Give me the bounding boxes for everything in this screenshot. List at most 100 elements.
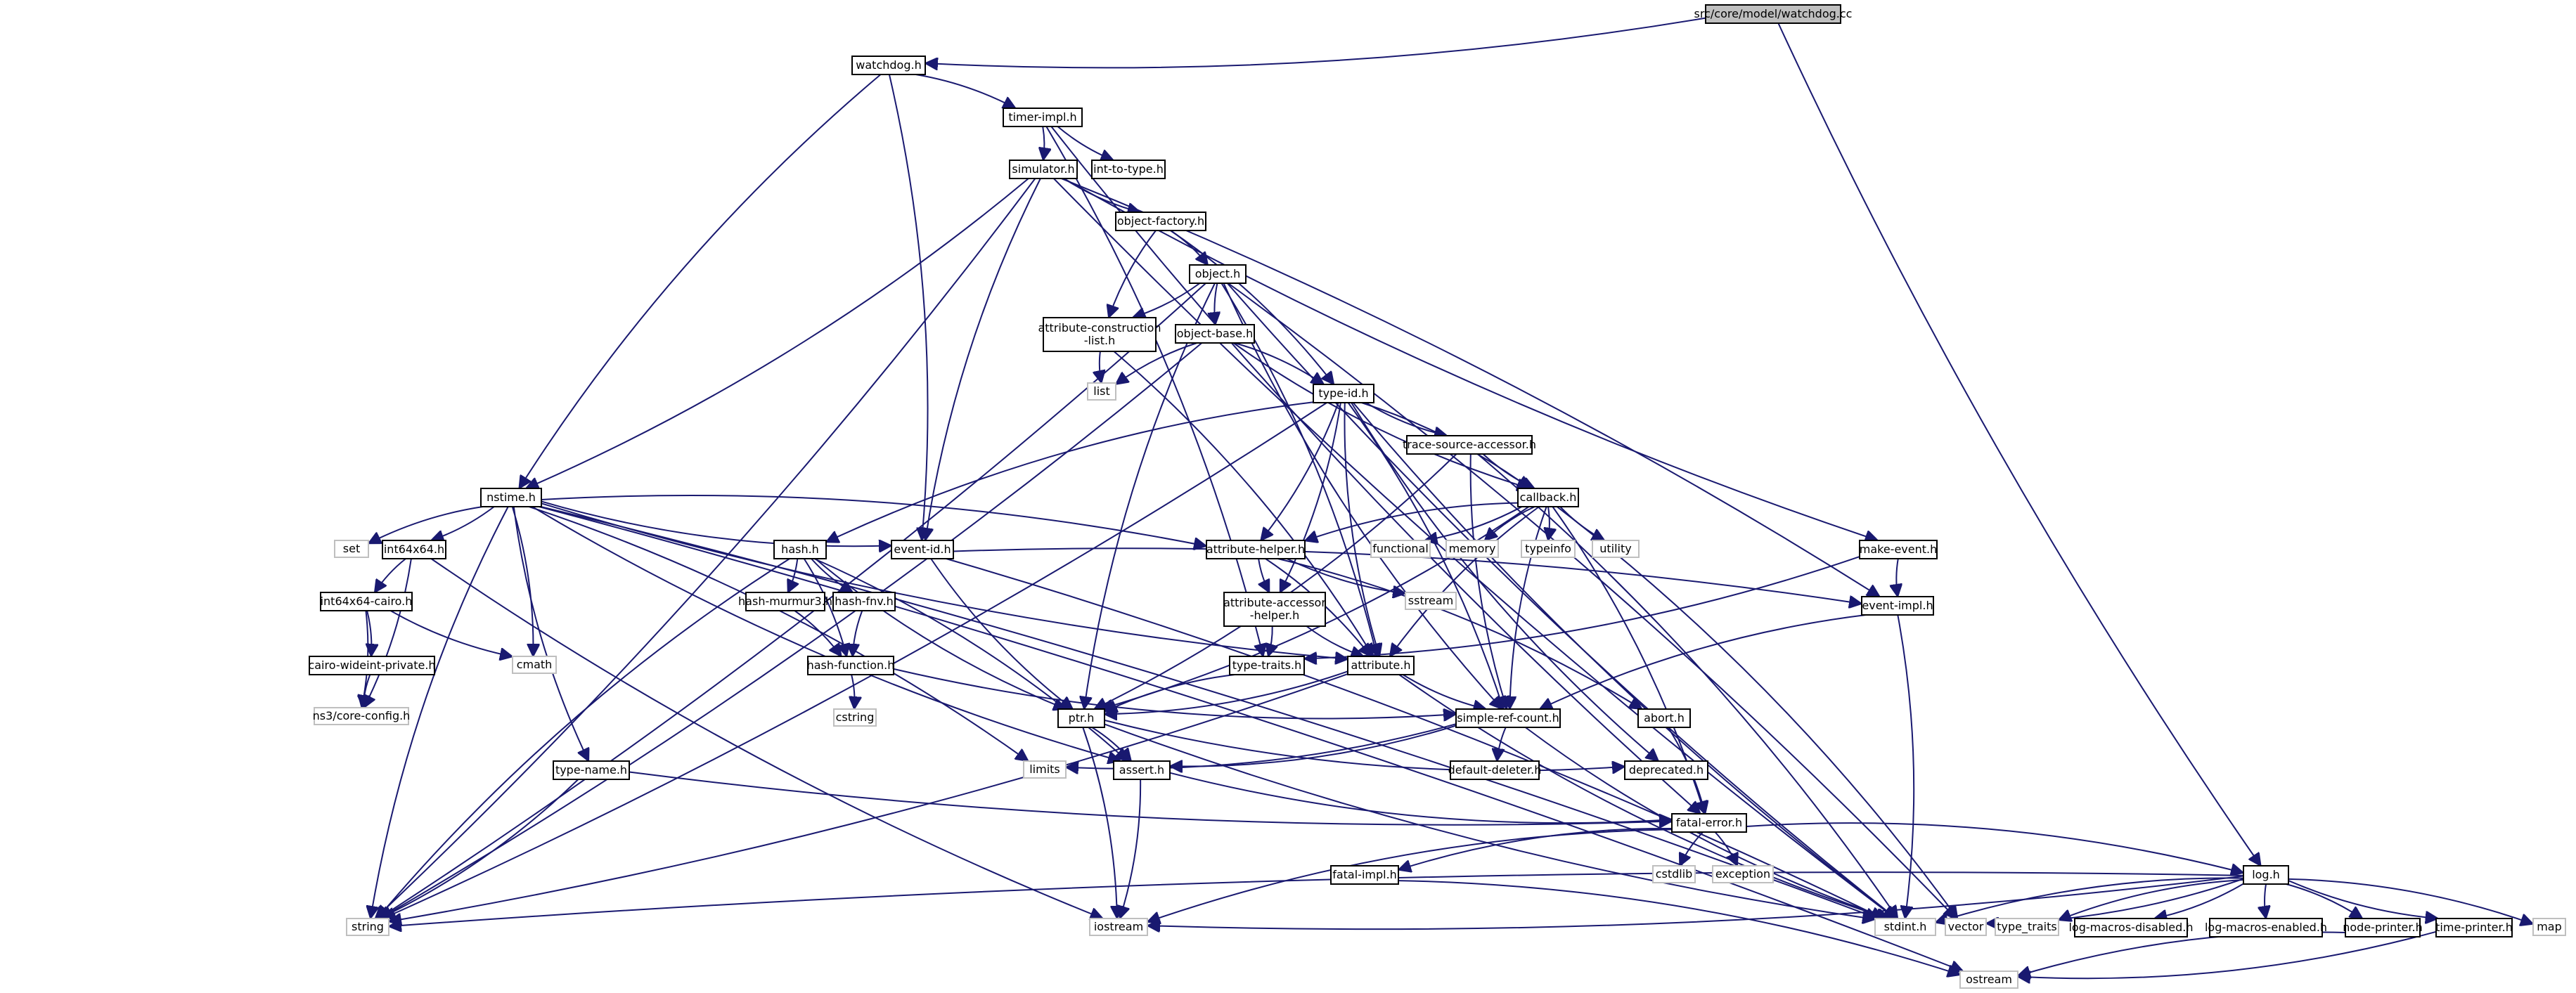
node-log[interactable]: log.h (2243, 865, 2289, 885)
node-box (1330, 865, 1399, 885)
node-cairo-wideint[interactable]: cairo-wideint-private.h (308, 656, 436, 675)
node-label: simulator.h (1012, 162, 1074, 176)
node-log-disabled[interactable]: log-macros-disabled.h (2068, 918, 2194, 937)
node-simple-ref[interactable]: simple-ref-count.h (1455, 708, 1561, 728)
node-node-printer[interactable]: node-printer.h (2343, 918, 2423, 937)
node-hash-fnv[interactable]: hash-fnv.h (832, 592, 896, 611)
node-timer-impl[interactable]: timer-impl.h (1003, 108, 1083, 127)
node-ptr[interactable]: ptr.h (1057, 708, 1105, 728)
node-label: iostream (1094, 920, 1143, 933)
node-trace-source[interactable]: trace-source-accessor.h (1403, 435, 1536, 455)
node-make-event[interactable]: make-event.h (1859, 540, 1938, 559)
node-type-id[interactable]: type-id.h (1313, 384, 1374, 403)
node-box (1455, 708, 1561, 728)
node-root[interactable]: src/core/model/watchdog.cc (1694, 4, 1853, 24)
edge-nstime-to-event_id (541, 500, 891, 546)
node-object-factory[interactable]: object-factory.h (1115, 212, 1206, 231)
node-assert[interactable]: assert.h (1113, 760, 1171, 780)
edge-type_name-to-string (380, 779, 579, 919)
node-event-id[interactable]: event-id.h (891, 540, 954, 559)
node-hash-function[interactable]: hash-function.h (807, 656, 895, 675)
node-type-traits-h[interactable]: type-traits.h (1229, 656, 1305, 675)
node-box (2243, 865, 2289, 885)
node-fatal-impl[interactable]: fatal-impl.h (1330, 865, 1399, 885)
edge-callback-to-utility (1559, 506, 1604, 540)
edge-nstime-to-set (368, 506, 483, 543)
edge-event_id-to-stdint (946, 558, 1883, 919)
node-callback[interactable]: callback.h (1517, 488, 1579, 507)
node-box (1637, 708, 1691, 728)
node-box (346, 918, 389, 936)
node-fatal-error[interactable]: fatal-error.h (1671, 813, 1747, 833)
node-int-to-type[interactable]: int-to-type.h (1091, 160, 1166, 179)
node-functional: functional (1370, 540, 1431, 558)
node-label: int64x64-cairo.h (321, 595, 413, 608)
node-time-printer[interactable]: time-printer.h (2435, 918, 2513, 937)
edge-nstime-to-cmath (511, 506, 534, 656)
edge-type_id-to-hash (826, 401, 1314, 542)
node-box (1450, 760, 1540, 780)
node-hash-murmur3[interactable]: hash-murmur3.h (738, 592, 832, 611)
node-box (833, 708, 877, 727)
edge-object_factory-to-object (1170, 230, 1208, 265)
edge-fatal_error-to-fatal_impl (1398, 827, 1673, 870)
node-ns3-config: ns3/core-config.h (313, 707, 410, 725)
edge-log-to-iostream (1147, 875, 2244, 930)
node-label: type-id.h (1318, 387, 1368, 400)
edge-log-to-map (2288, 878, 2533, 924)
node-label: abort.h (1644, 711, 1685, 725)
node-box (2435, 918, 2513, 937)
node-int64x64[interactable]: int64x64.h (382, 540, 446, 559)
edge-cairo_wideint-to-ns3_config (363, 674, 371, 708)
node-box (1313, 384, 1374, 403)
node-attr-construction[interactable]: attribute-construction-list.h (1038, 317, 1161, 352)
node-memory: memory (1445, 540, 1499, 558)
edge-assert-to-iostream (1120, 779, 1142, 919)
node-box (2532, 918, 2566, 936)
node-label: attribute-helper.h (1206, 543, 1305, 556)
node-stdint: stdint.h (1874, 918, 1936, 936)
node-attr-accessor[interactable]: attribute-accessor-helper.h (1223, 592, 1326, 627)
edge-log-to-time_printer (2288, 880, 2438, 919)
edge-nstime-to-limits (529, 506, 1029, 761)
edge-simulator-to-stdint (1053, 178, 1896, 919)
node-type-name[interactable]: type-name.h (553, 760, 630, 780)
node-box (334, 540, 369, 558)
node-attr-helper[interactable]: attribute-helper.h (1206, 540, 1306, 559)
node-int64x64-cairo[interactable]: int64x64-cairo.h (320, 592, 413, 611)
edge-attribute-to-string (389, 673, 1348, 921)
edge-int64x64-to-ns3_config (364, 558, 412, 708)
node-label: map (2537, 920, 2562, 933)
node-log-enabled[interactable]: log-macros-enabled.h (2205, 918, 2327, 937)
node-object-base[interactable]: object-base.h (1175, 324, 1255, 344)
node-label: limits (1029, 762, 1060, 776)
edge-attr_helper-to-abort (1277, 558, 1642, 709)
node-box (382, 540, 446, 559)
node-box (1652, 865, 1696, 883)
node-label: cmath (517, 658, 553, 671)
edge-type_id-to-deprecated (1351, 402, 1659, 761)
edge-type_name-to-fatal_error (629, 771, 1672, 825)
node-default-deleter[interactable]: default-deleter.h (1448, 760, 1542, 780)
node-simulator[interactable]: simulator.h (1009, 160, 1078, 179)
node-attribute[interactable]: attribute.h (1347, 656, 1415, 675)
node-vector: vector (1945, 918, 1987, 936)
node-box (1370, 540, 1431, 558)
node-nstime[interactable]: nstime.h (480, 488, 542, 507)
node-label: attribute.h (1351, 658, 1410, 672)
node-hash[interactable]: hash.h (773, 540, 827, 559)
node-abort[interactable]: abort.h (1637, 708, 1691, 728)
node-object[interactable]: object.h (1189, 264, 1247, 284)
edge-event_impl-to-stdint (1897, 614, 1915, 919)
edge-callback-to-vector (1556, 506, 1958, 919)
node-label: list (1093, 384, 1110, 398)
edge-timer_impl-to-int_to_type (1057, 126, 1113, 160)
node-event-impl[interactable]: event-impl.h (1861, 596, 1934, 616)
node-deprecated[interactable]: deprecated.h (1624, 760, 1708, 780)
edge-log-to-string (389, 871, 2244, 926)
edge-simple_ref-to-default_deleter (1497, 727, 1507, 761)
node-label: hash-function.h (807, 658, 895, 672)
node-label: utility (1599, 542, 1632, 555)
edge-ptr-to-deprecated (1104, 719, 1625, 771)
node-watchdog-h[interactable]: watchdog.h (851, 56, 926, 75)
